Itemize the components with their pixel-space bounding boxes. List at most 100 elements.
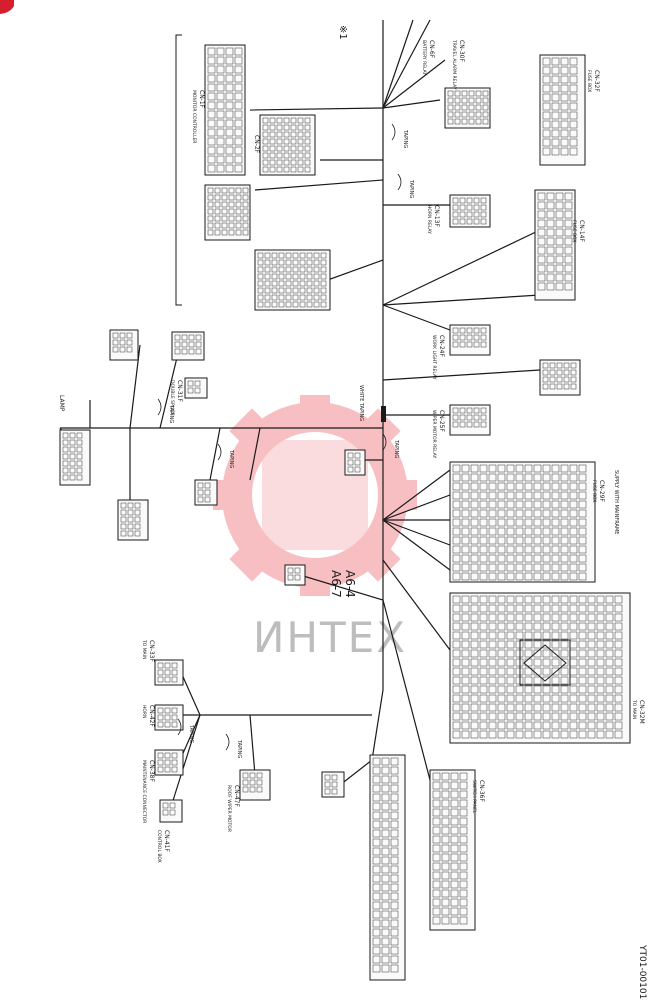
connector-pin	[134, 530, 141, 537]
connector-pin	[459, 327, 466, 334]
connector-pin	[524, 649, 533, 658]
connector-pin	[488, 721, 497, 730]
connector-pin	[524, 730, 533, 739]
connector-pin	[441, 781, 450, 790]
connector-pin	[564, 282, 573, 291]
connector-pin	[480, 197, 487, 204]
connector-pin	[546, 273, 555, 282]
connector-pin	[605, 640, 614, 649]
connector-pin	[605, 595, 614, 604]
connector-pin	[390, 829, 399, 838]
connector-pin	[470, 595, 479, 604]
connector-pin	[497, 473, 506, 482]
connector-pin	[390, 946, 399, 955]
connector-pin	[126, 346, 133, 353]
connector-pin	[461, 613, 470, 622]
connector-pin	[515, 464, 524, 473]
connector-pin	[542, 464, 551, 473]
connector-pin	[234, 110, 243, 119]
connector-pin	[271, 287, 278, 294]
connector-pin	[234, 155, 243, 164]
connector-pin	[497, 649, 506, 658]
connector-pin	[587, 595, 596, 604]
connector-pin	[459, 907, 468, 916]
connector-pin	[441, 790, 450, 799]
connector-pin	[614, 721, 623, 730]
connector-pin	[228, 187, 235, 194]
connector-pin	[542, 500, 551, 509]
connector-pin	[276, 131, 283, 138]
connector-pin	[450, 898, 459, 907]
connector-pin	[578, 464, 587, 473]
connector-pin	[533, 509, 542, 518]
connector-pin	[450, 772, 459, 781]
connector-pin	[479, 482, 488, 491]
connector-pin	[262, 117, 269, 124]
connector-pin	[292, 280, 299, 287]
connector-pin	[450, 871, 459, 880]
connector-pin	[569, 563, 578, 572]
connector-pin	[276, 152, 283, 159]
connector-pin	[578, 563, 587, 572]
connector-pin	[515, 536, 524, 545]
connector-pin	[560, 464, 569, 473]
connector-pin	[479, 527, 488, 536]
connector-pin	[214, 229, 221, 236]
connector-pin	[466, 211, 473, 218]
connector-pin	[216, 74, 225, 83]
connector-pin	[596, 604, 605, 613]
connector-pin	[480, 407, 487, 414]
connector-pin	[506, 563, 515, 572]
connector-pin	[614, 649, 623, 658]
connector-pin	[235, 215, 242, 222]
connector-pin	[214, 222, 221, 229]
connector-pin	[470, 500, 479, 509]
connector-pin	[313, 294, 320, 301]
connector-pin	[459, 790, 468, 799]
connector-pin	[171, 752, 178, 759]
connector-pin	[479, 536, 488, 545]
connector-pin	[278, 287, 285, 294]
connector-pin	[506, 685, 515, 694]
connector-pin	[506, 721, 515, 730]
connector-pin	[614, 685, 623, 694]
connector-pin	[578, 676, 587, 685]
connector-pin	[488, 604, 497, 613]
connector-pin	[470, 563, 479, 572]
connector-pin	[290, 138, 297, 145]
connector-pin	[242, 194, 249, 201]
connector-pin	[304, 124, 311, 131]
connector-pin	[524, 473, 533, 482]
connector-pin	[479, 554, 488, 563]
connector-pin	[542, 694, 551, 703]
connector-pin	[551, 545, 560, 554]
connector-block	[194, 479, 218, 506]
connector-pin	[542, 111, 551, 120]
connector-pin	[555, 264, 564, 273]
connector-pin	[506, 482, 515, 491]
connector-pin	[225, 164, 234, 173]
connector-pin	[441, 853, 450, 862]
connector-pin	[304, 166, 311, 173]
connector-pin	[256, 786, 263, 793]
connector-pin	[506, 500, 515, 509]
connector-pin	[157, 721, 164, 728]
connector-pin	[207, 146, 216, 155]
connector-pin	[488, 703, 497, 712]
connector-pin	[480, 334, 487, 341]
connector-pin	[207, 83, 216, 92]
connector-pin	[470, 649, 479, 658]
connector-pin	[461, 97, 468, 104]
connector-pin	[381, 793, 390, 802]
connector-pin	[587, 730, 596, 739]
connector-pin	[242, 229, 249, 236]
connector-pin	[533, 721, 542, 730]
connector-pin	[450, 853, 459, 862]
connector-pin	[560, 75, 569, 84]
connector-pin	[479, 658, 488, 667]
connector-pin	[473, 414, 480, 421]
connector-pin	[551, 147, 560, 156]
